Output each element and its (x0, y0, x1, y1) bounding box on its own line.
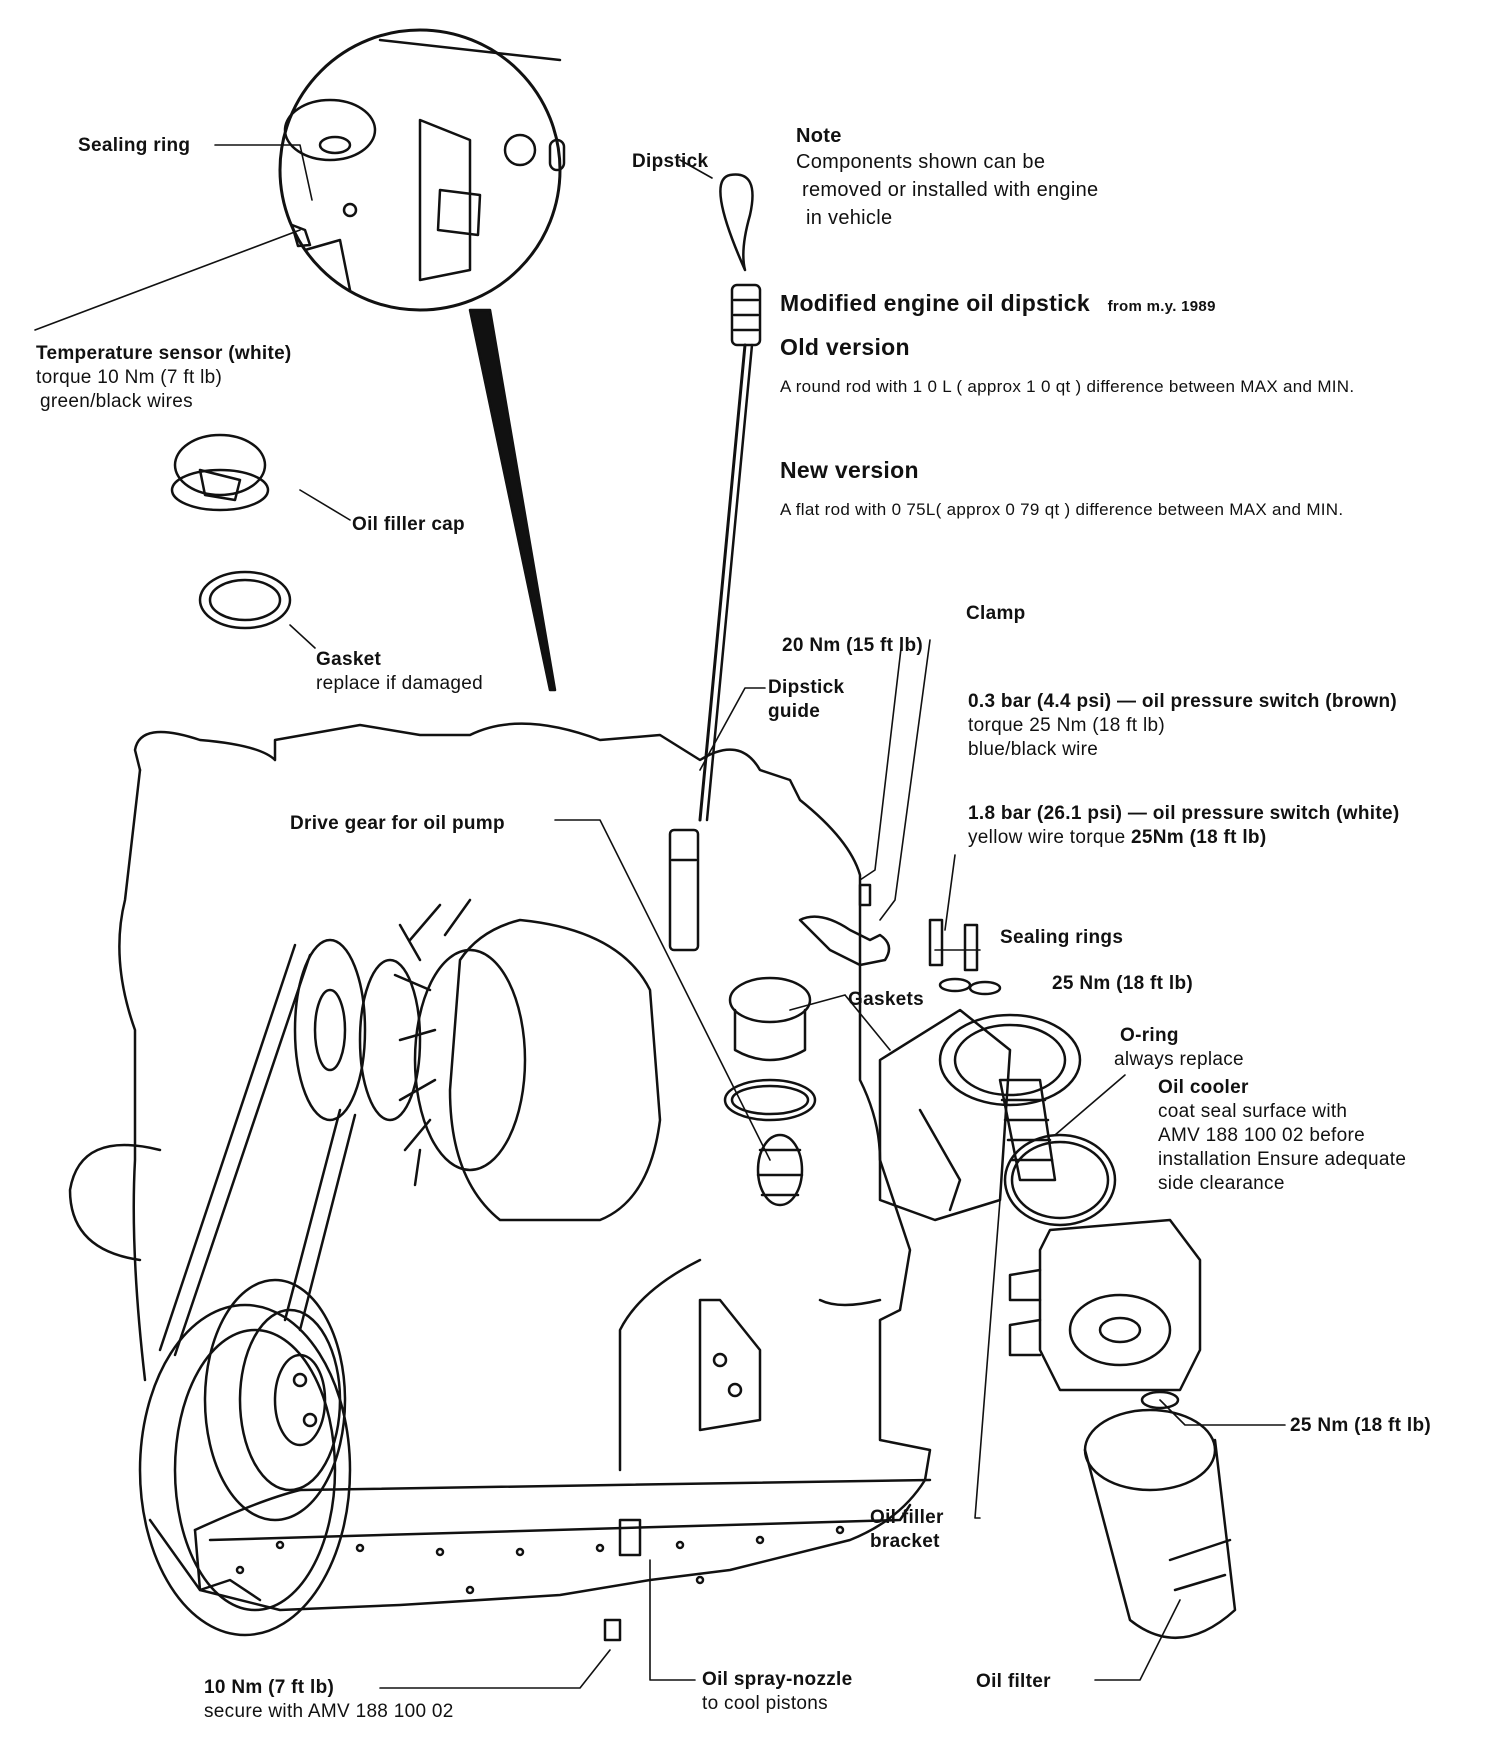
label-temp-sensor: Temperature sensor (white) torque 10 Nm … (36, 343, 292, 412)
note-title: Note (796, 125, 842, 147)
oil-filler-cap-drawing (170, 433, 270, 512)
spray-nozzle-drawing (603, 1518, 642, 1642)
oil-cooler-drawing (1008, 1218, 1202, 1392)
old-version-title: Old version (780, 334, 910, 360)
label-switch-brown: 0.3 bar (4.4 psi) — oil pressure switch … (968, 691, 1398, 760)
label-switch-white: 1.8 bar (26.1 psi) — oil pressure switch… (968, 803, 1400, 848)
label-oil-filler-bracket: Oil filler bracket (870, 1507, 944, 1552)
misc-bracket (698, 1298, 762, 1432)
new-version-title: New version (780, 457, 919, 483)
note-block: Note Components shown can be removed or … (796, 124, 1098, 232)
label-torque-25nm-bottom: 25 Nm (18 ft lb) (1290, 1415, 1431, 1436)
label-spray-nozzle: Oil spray-nozzle to cool pistons (702, 1669, 853, 1714)
label-clamp: Clamp (966, 603, 1026, 624)
new-version-block: New version A flat rod with 0 75L( appro… (780, 455, 1380, 521)
label-dipstick-guide: Dipstick guide (768, 677, 845, 722)
oil-filler-bracket (798, 883, 1082, 1222)
alternator (293, 898, 662, 1222)
label-oil-filter: Oil filter (976, 1671, 1051, 1692)
o-ring-drawing (1003, 1133, 1117, 1227)
old-version-text: A round rod with 1 0 L ( approx 1 0 qt )… (780, 377, 1355, 396)
label-sealing-ring: Sealing ring (78, 135, 191, 156)
label-oil-filler-cap: Oil filler cap (352, 514, 465, 535)
note-line-2: removed or installed with engine (802, 179, 1099, 201)
dipstick-drawing (668, 173, 762, 952)
oil-filter-drawing (1083, 1390, 1237, 1639)
note-line-1: Components shown can be (796, 151, 1046, 173)
label-torque-10nm: 10 Nm (7 ft lb) secure with AMV 188 100 … (204, 1677, 454, 1722)
label-gasket: Gasket replace if damaged (316, 649, 484, 694)
engine-block (68, 722, 932, 1612)
note-line-3: in vehicle (806, 207, 893, 229)
label-dipstick: Dipstick (632, 151, 709, 172)
label-oil-cooler: Oil cooler coat seal surface with AMV 18… (1158, 1077, 1407, 1194)
oil-pump-parts (723, 976, 817, 1207)
detail-magnifier (278, 28, 566, 692)
dipstick-heading-sub: from m.y. 1989 (1107, 298, 1216, 315)
dipstick-heading: Modified engine oil dipstick from m.y. 1… (780, 288, 1216, 319)
label-o-ring: O-ring always replace (1114, 1025, 1244, 1070)
label-drive-gear: Drive gear for oil pump (290, 813, 505, 834)
leader-lines (34, 144, 1286, 1689)
label-sealing-rings: Sealing rings (1000, 927, 1124, 948)
pulleys-and-belt (138, 943, 357, 1637)
label-torque-25nm-top: 25 Nm (18 ft lb) (1052, 973, 1193, 994)
gasket-drawing (198, 570, 292, 630)
new-version-text: A flat rod with 0 75L( approx 0 79 qt ) … (780, 500, 1344, 519)
temp-sensor-drawing (290, 202, 358, 248)
label-torque-20nm: 20 Nm (15 ft lb) (782, 635, 923, 656)
dipstick-heading-main: Modified engine oil dipstick (780, 290, 1090, 316)
label-gaskets: Gaskets (848, 989, 925, 1010)
old-version-block: Old version A round rod with 1 0 L ( app… (780, 332, 1380, 398)
